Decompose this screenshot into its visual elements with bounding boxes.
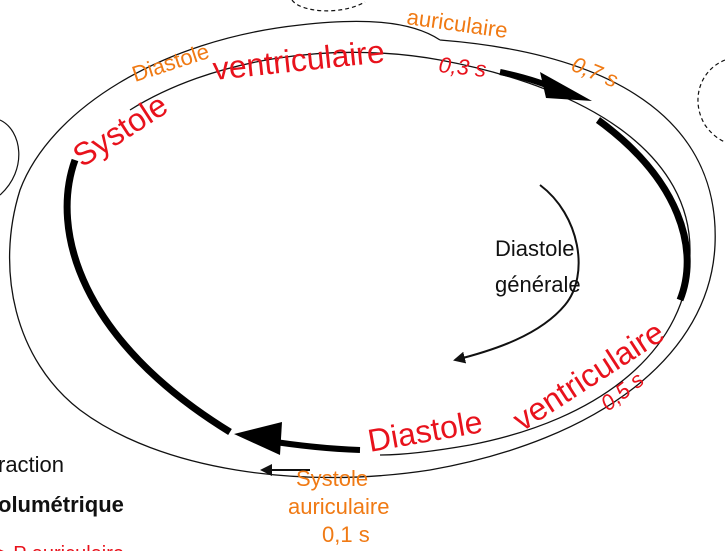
bottom-diastole-label: Diastole [365,403,485,459]
heart-sketch-top [291,0,366,12]
top-systole-label: Systole [66,87,174,174]
top-ventricular-duration: 0,3 s [437,52,487,82]
general-diastole-arrow [453,184,580,364]
outer-cycle-ring [8,20,716,479]
arrowhead-bottom [234,422,282,455]
bottom-systole-label: Systole [296,466,368,491]
general-diastole-line2: générale [495,272,581,297]
thick-arc-right [595,117,691,302]
thick-arc-left [63,158,232,435]
inner-cycle-ring-lower [379,444,471,456]
inner-cycle-ring [129,51,691,446]
top-ventriculaire-label: ventriculaire [211,33,386,87]
left-partial-line3: > P auriculaire [0,543,124,551]
top-diastole-label: Diastole [129,38,212,86]
left-partial-line2: olumétrique [0,492,124,517]
top-auricular-duration: 0,7 s [568,51,622,92]
top-auriculaire-label: auriculaire [405,4,509,43]
heart-sketch-left [0,119,20,196]
bottom-auriculaire-label: auriculaire [288,494,390,519]
left-partial-line1: raction [0,452,64,477]
general-diastole-line1: Diastole [495,236,574,261]
heart-sketch-right [697,59,725,143]
arrowhead-top [540,72,592,101]
bottom-auricular-duration: 0,1 s [322,522,370,547]
